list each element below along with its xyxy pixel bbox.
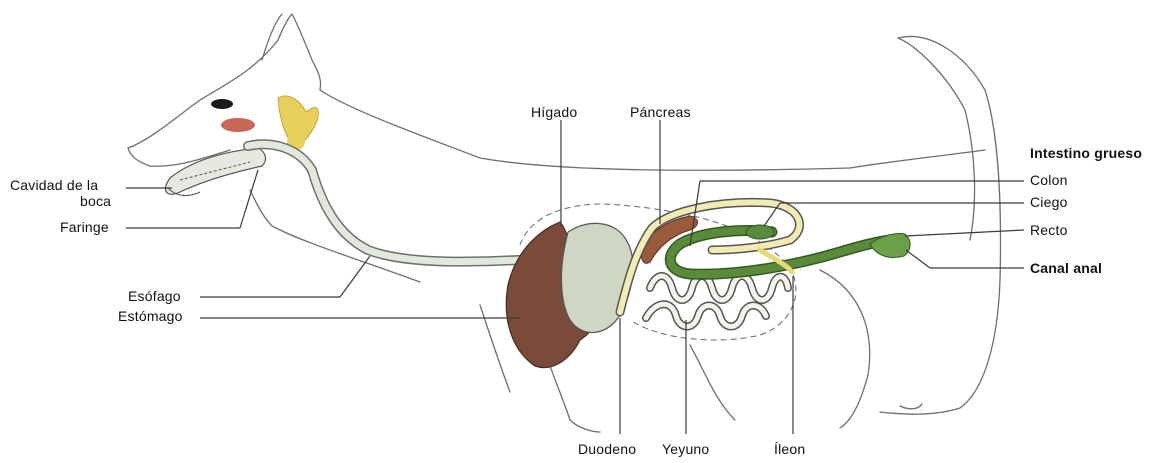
- label-esofago: Esófago: [128, 288, 181, 305]
- label-recto: Recto: [1030, 222, 1068, 239]
- jejunum-loops: [646, 276, 788, 327]
- label-canal-anal: Canal anal: [1030, 260, 1102, 277]
- label-estomago: Estómago: [118, 308, 183, 325]
- label-ileon: Íleon: [774, 441, 805, 458]
- cheek-gland: [221, 118, 255, 132]
- label-duodeno: Duodeno: [578, 441, 636, 458]
- label-cavidad-de-la-boca-line1: Cavidad de la: [10, 177, 98, 194]
- label-pancreas: Páncreas: [630, 104, 691, 121]
- dog-outline: [128, 14, 1000, 432]
- eye-icon: [211, 99, 233, 109]
- stomach: [561, 223, 633, 332]
- label-colon: Colon: [1030, 172, 1068, 189]
- label-yeyuno: Yeyuno: [662, 441, 709, 458]
- cecum: [746, 225, 774, 239]
- label-cavidad-de-la-boca-line2: boca: [80, 193, 111, 210]
- label-intestino-grueso: Intestino grueso: [1030, 145, 1142, 162]
- label-higado: Hígado: [531, 104, 577, 121]
- esophagus-fill: [248, 144, 560, 261]
- label-faringe: Faringe: [60, 219, 109, 236]
- label-ciego: Ciego: [1030, 194, 1068, 211]
- esophagus-tube: [248, 144, 560, 261]
